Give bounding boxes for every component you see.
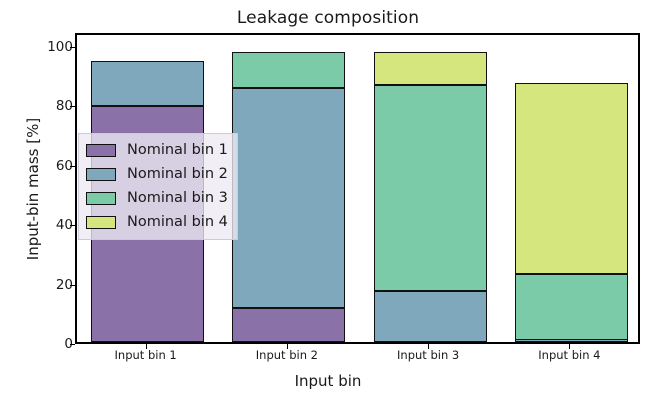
legend-item: Nominal bin 2 xyxy=(86,163,228,185)
y-tick-mark xyxy=(70,225,75,227)
legend-swatch xyxy=(86,167,116,181)
bar-segment xyxy=(373,85,487,291)
legend-label: Nominal bin 2 xyxy=(127,166,228,182)
bar-segment xyxy=(232,88,346,309)
x-tick-mark xyxy=(286,344,288,349)
bar-segment xyxy=(373,52,487,86)
y-tick-mark xyxy=(70,46,75,48)
y-tick-mark xyxy=(70,165,75,167)
x-tick-label: Input bin 2 xyxy=(255,348,318,362)
legend-label: Nominal bin 1 xyxy=(127,142,228,158)
y-axis-label: Input-bin mass [%] xyxy=(24,117,42,261)
bar-segment xyxy=(232,308,346,342)
x-tick-label: Input bin 3 xyxy=(397,348,460,362)
y-tick-label: 40 xyxy=(55,217,73,234)
y-tick-label: 20 xyxy=(55,276,73,293)
legend-swatch xyxy=(86,191,116,205)
x-tick-mark xyxy=(569,344,571,349)
legend-label: Nominal bin 3 xyxy=(127,190,228,206)
x-tick-label: Input bin 1 xyxy=(114,348,177,362)
bar-segment xyxy=(232,52,346,89)
bar-group xyxy=(373,35,487,342)
y-tick-label: 60 xyxy=(55,157,73,174)
bar-segment xyxy=(91,61,205,107)
bar-group xyxy=(232,35,346,342)
y-tick-label: 100 xyxy=(47,38,73,55)
legend-item: Nominal bin 4 xyxy=(86,211,228,233)
legend-item: Nominal bin 1 xyxy=(86,139,228,161)
y-tick-mark xyxy=(70,106,75,108)
legend-item: Nominal bin 3 xyxy=(86,187,228,209)
y-tick-mark xyxy=(70,284,75,286)
bar-segment xyxy=(514,273,628,341)
legend-swatch xyxy=(86,215,116,229)
y-tick-label: 80 xyxy=(55,98,73,115)
x-tick-label: Input bin 4 xyxy=(538,348,601,362)
chart-title: Leakage composition xyxy=(236,8,420,28)
bar-segment xyxy=(373,290,487,342)
chart-legend: Nominal bin 1 Nominal bin 2 Nominal bin 3 N… xyxy=(78,133,238,240)
y-tick-label: 0 xyxy=(64,336,73,352)
x-axis-label: Input bin xyxy=(294,372,362,390)
x-tick-mark xyxy=(428,344,430,349)
plot-area xyxy=(75,33,640,344)
y-tick-mark xyxy=(70,344,75,345)
legend-label: Nominal bin 4 xyxy=(127,214,228,230)
bar-group xyxy=(514,35,628,342)
legend-swatch xyxy=(86,143,116,157)
bar-segment xyxy=(514,83,628,274)
x-tick-mark xyxy=(145,344,147,349)
